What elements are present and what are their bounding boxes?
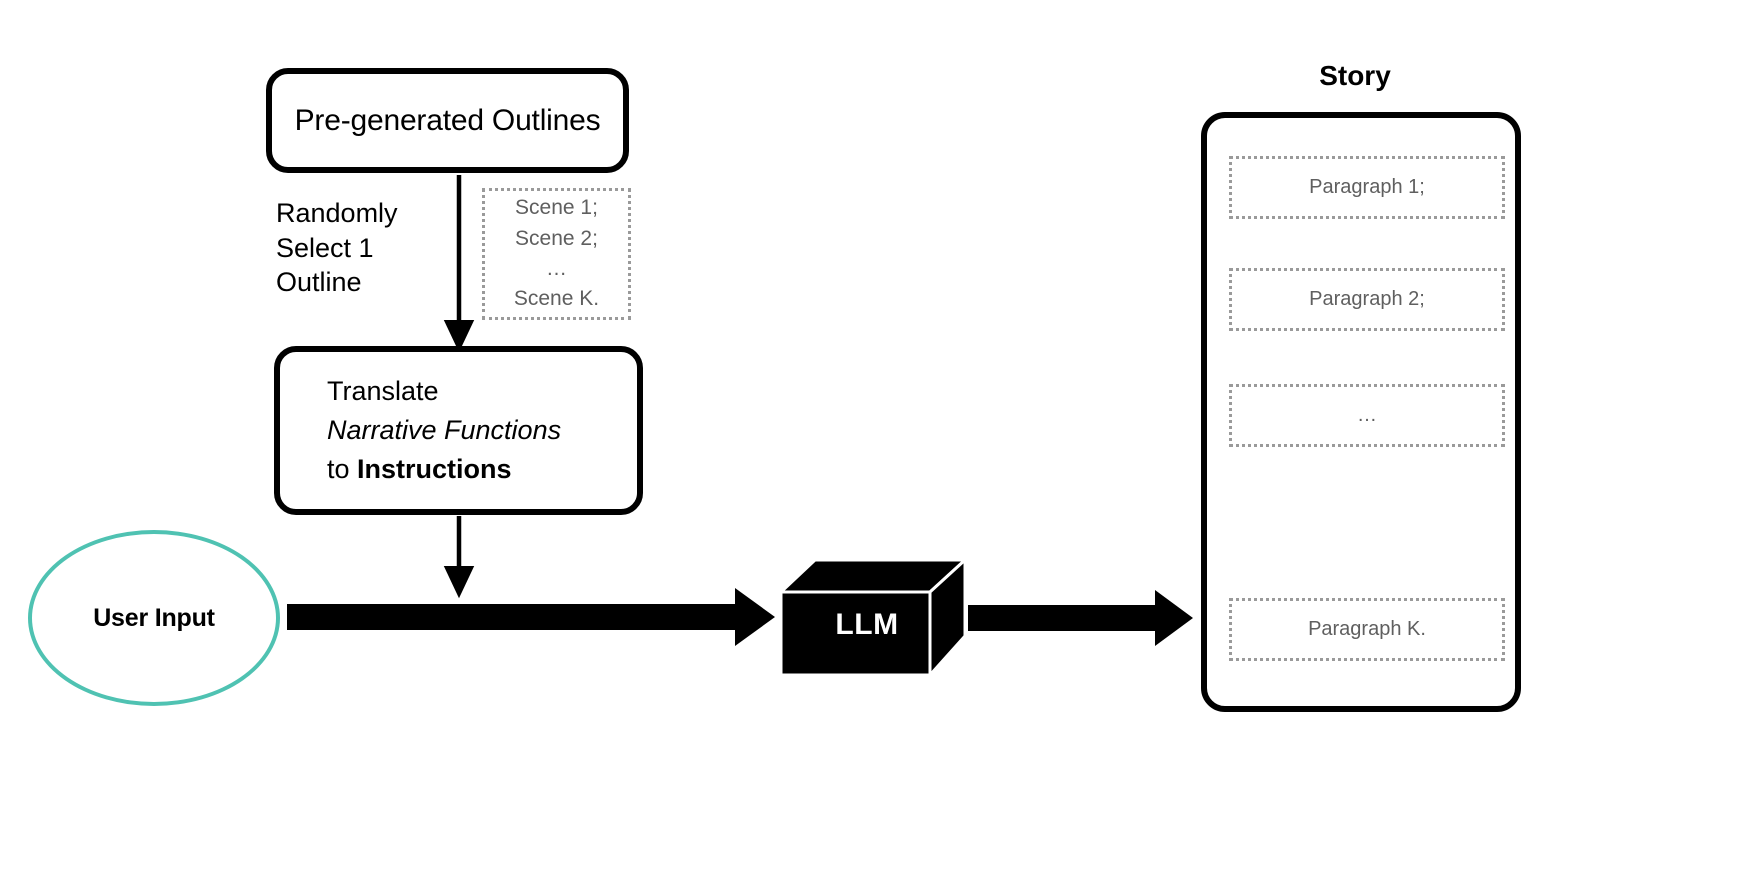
randomly-select-line-2: Select 1 bbox=[276, 232, 374, 263]
story-paragraph-2-label: Paragraph 2; bbox=[1309, 288, 1425, 310]
story-paragraph-2: Paragraph 2; bbox=[1229, 268, 1505, 331]
scene-list-items: Scene 1; Scene 2; … Scene K. bbox=[514, 193, 599, 315]
scene-item: Scene 1; bbox=[515, 196, 598, 220]
llm-node[interactable]: LLM bbox=[781, 560, 965, 675]
story-paragraph-ellipsis-label: … bbox=[1357, 404, 1377, 426]
translate-line-1: Translate bbox=[327, 375, 439, 406]
translate-line-2-narrative-functions: Narrative Functions bbox=[327, 414, 562, 445]
story-paragraph-k-label: Paragraph K. bbox=[1308, 618, 1426, 640]
user-input-ellipse[interactable]: User Input bbox=[28, 530, 280, 706]
pre-generated-outlines-box[interactable]: Pre-generated Outlines bbox=[266, 68, 629, 173]
story-paragraph-ellipsis: … bbox=[1229, 384, 1505, 447]
translate-line-3: to Instructions bbox=[327, 450, 561, 489]
story-paragraph-k: Paragraph K. bbox=[1229, 598, 1505, 661]
translate-line-3-instructions: Instructions bbox=[357, 454, 512, 485]
story-panel: Paragraph 1; Paragraph 2; … Paragraph K. bbox=[1201, 112, 1521, 712]
randomly-select-label: Randomly Select 1 Outline bbox=[276, 196, 466, 300]
llm-label: LLM bbox=[835, 608, 899, 641]
scene-item: Scene K. bbox=[513, 287, 600, 311]
translate-line-3-prefix: to bbox=[327, 454, 358, 485]
llm-cube-shape bbox=[777, 556, 969, 679]
randomly-select-line-1: Randomly bbox=[276, 198, 398, 228]
translate-instructions-box[interactable]: Translate Narrative Functions to Instruc… bbox=[274, 346, 643, 515]
scene-item: Scene 2; bbox=[515, 226, 598, 250]
scene-item-ellipsis: … bbox=[545, 257, 567, 280]
user-input-label: User Input bbox=[93, 603, 215, 632]
scene-list-box: Scene 1; Scene 2; … Scene K. bbox=[482, 188, 631, 320]
arrow-user-input-to-llm bbox=[287, 588, 775, 646]
randomly-select-line-3: Outline bbox=[276, 267, 362, 298]
story-paragraph-1: Paragraph 1; bbox=[1229, 156, 1505, 219]
arrow-llm-to-story bbox=[968, 590, 1193, 646]
pre-generated-outlines-label: Pre-generated Outlines bbox=[294, 103, 601, 137]
story-title: Story bbox=[1319, 60, 1391, 91]
story-paragraph-1-label: Paragraph 1; bbox=[1309, 176, 1425, 198]
translate-box-text: Translate Narrative Functions to Instruc… bbox=[327, 372, 561, 489]
